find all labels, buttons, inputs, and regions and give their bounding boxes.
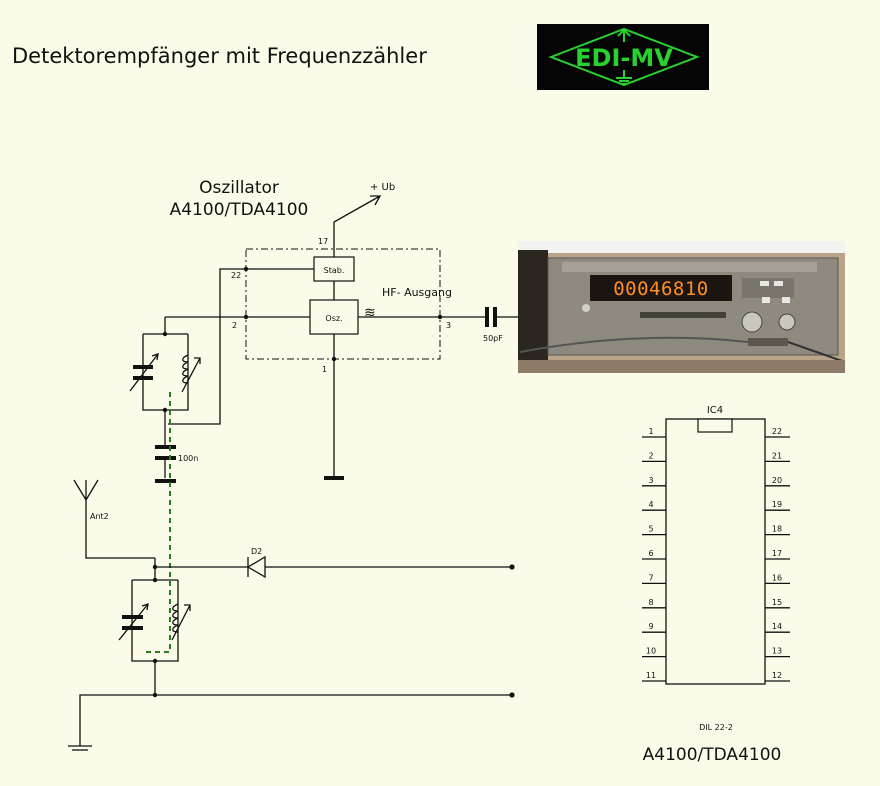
ic-pin-label: 4	[648, 500, 653, 509]
ic-pin-label: 11	[646, 671, 656, 680]
ic-pin-label: 20	[772, 476, 782, 485]
diode-d2	[246, 555, 266, 579]
antenna-icon	[73, 479, 155, 559]
ic-pin-label: 5	[648, 525, 653, 534]
counter-display: 00046810	[613, 278, 709, 300]
counter-display-window	[590, 275, 732, 301]
output-terminal-bottom	[509, 692, 515, 698]
osz-label: Osz.	[325, 314, 342, 323]
ic-pin-label: 13	[772, 647, 782, 656]
ic-pin-label: 18	[772, 525, 782, 534]
receiver-tank-circuit	[118, 558, 191, 698]
capacitor-50pf-label: 50pF	[483, 334, 503, 343]
ic-pin-label: 19	[772, 500, 782, 509]
ic-pin-label: 3	[648, 476, 653, 485]
ic-pin-label: 12	[772, 671, 782, 680]
ic-pin-label: 16	[772, 573, 782, 582]
logo-text: EDI-MV	[575, 44, 673, 72]
ic-pin-label: 17	[772, 549, 782, 558]
ic-pin-label: 1	[648, 427, 653, 436]
ic-pin-label: 21	[772, 451, 782, 460]
frequency-counter-photo: 00046810	[518, 241, 846, 373]
edi-mv-logo: EDI-MV	[537, 24, 709, 90]
ic-pin-label: 9	[648, 622, 653, 631]
hf-output-label: HF- Ausgang	[382, 286, 452, 299]
pin-22-label: 22	[231, 271, 241, 280]
stab-label: Stab.	[324, 266, 345, 275]
pin-1-label: 1	[322, 365, 327, 374]
ic-pin-label: 7	[648, 573, 653, 582]
capacitor-50pf	[485, 307, 518, 327]
tuning-coupling-line	[146, 392, 171, 653]
page-title: Detektorempfänger mit Frequenzzähler	[12, 44, 427, 68]
pin-3-label: 3	[446, 321, 451, 330]
oscillator-heading-1: Oszillator	[199, 178, 279, 198]
pin-17-label: 17	[318, 237, 328, 246]
pin-2-label: 2	[232, 321, 237, 330]
ic-pin-label: 6	[648, 549, 653, 558]
ground-icon	[68, 745, 92, 751]
ic-notch	[697, 418, 733, 433]
ic-part-label: A4100/TDA4100	[643, 745, 782, 765]
ic-pin-label: 2	[648, 451, 653, 460]
hf-symbol: ≋	[364, 305, 376, 321]
ic-pin-label: 14	[772, 622, 782, 631]
ic-dashed-outline	[245, 248, 441, 360]
ic4-pinout: IC4 12345678910112221201918171615141312 …	[642, 405, 790, 765]
ic-body	[665, 418, 766, 685]
ic-pin-label: 22	[772, 427, 782, 436]
osz-block	[309, 299, 359, 335]
oscillator-tank-circuit	[129, 317, 201, 413]
ic-name: IC4	[707, 405, 723, 416]
supply-arrow	[333, 195, 382, 240]
capacitor-100n-label: 100n	[178, 454, 198, 463]
diode-label: D2	[251, 547, 262, 556]
supply-label: + Ub	[370, 182, 395, 193]
output-terminal-top	[509, 564, 515, 570]
ic-pin-label: 10	[646, 647, 656, 656]
antenna-label: Ant2	[90, 512, 109, 521]
oscillator-heading-2: A4100/TDA4100	[170, 200, 309, 220]
ic-pin-label: 15	[772, 598, 782, 607]
ic-pin-label: 8	[648, 598, 653, 607]
ic-package-label: DIL 22-2	[699, 723, 733, 732]
